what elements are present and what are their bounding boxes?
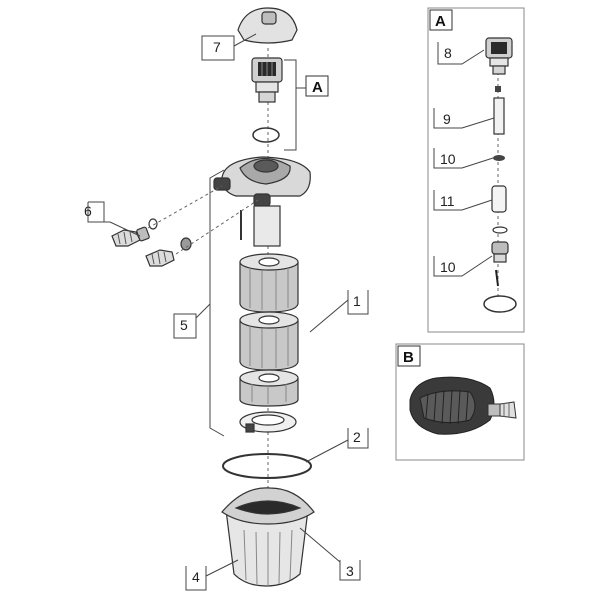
callout-10-bottom: 10 [440, 259, 456, 275]
part-11-uv-lamp [491, 185, 507, 213]
callout-6: 6 [84, 203, 92, 219]
callout-11: 11 [440, 193, 455, 209]
callout-8: 8 [444, 45, 452, 61]
callout-3: 3 [346, 563, 354, 579]
part-6-hose-connectors [111, 185, 259, 267]
part-10-small-ring [493, 155, 505, 161]
callout-7: 7 [213, 39, 221, 55]
uv-connector [251, 57, 283, 103]
detail-panel-a: A 8 9 10 11 10 [427, 7, 525, 333]
callout-4: 4 [192, 569, 200, 585]
callout-9: 9 [443, 111, 451, 127]
sponge-bottom [239, 369, 299, 407]
part-9-quartz-tube [493, 97, 505, 135]
bracket-5 [209, 169, 225, 437]
sponge-top [239, 253, 299, 313]
marker-a-box [305, 75, 329, 97]
detail-panel-b: B [395, 343, 525, 461]
part-1-filter-sponges [239, 253, 299, 407]
sponge-middle [239, 311, 299, 371]
part-7-top-cap [237, 7, 298, 44]
part-8-connector [485, 37, 513, 75]
part-2-large-o-ring [222, 453, 312, 479]
callout-5: 5 [180, 317, 188, 333]
part-4-filter-housing [221, 487, 315, 587]
o-ring-top [252, 127, 280, 143]
filter-head [213, 156, 311, 247]
detail-b-label: B [403, 349, 414, 366]
callout-10-top: 10 [440, 151, 456, 167]
part-10-base-ring [483, 295, 517, 313]
marker-a: A [312, 79, 323, 96]
pump-icon [409, 376, 517, 435]
part-10-socket [491, 241, 509, 263]
detail-a-label: A [435, 13, 446, 30]
bracket-a [284, 59, 297, 151]
filter-base-plate [239, 411, 297, 433]
callout-1: 1 [353, 293, 361, 309]
callout-2: 2 [353, 429, 361, 445]
